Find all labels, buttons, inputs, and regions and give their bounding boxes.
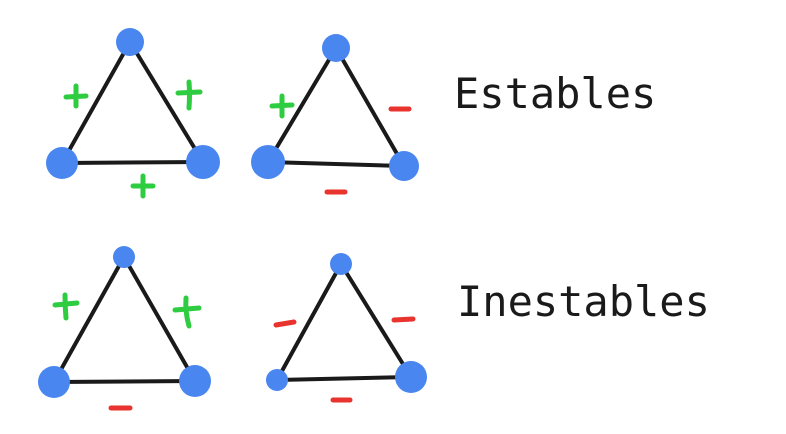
triangle-edge-left (266, 46, 338, 164)
unstable-label: Inestables (457, 277, 710, 326)
triangle-node-left (266, 369, 288, 391)
triangle-edge-left (52, 255, 126, 384)
triangle-edge-bottom (266, 160, 406, 168)
triangle-node-left (251, 145, 285, 179)
triangle-edge-bottom (60, 160, 205, 165)
stable-label: Estables (454, 69, 656, 118)
plus-sign-right (172, 295, 202, 329)
triangle-edge-right (334, 46, 406, 168)
triangle-edge-bottom (275, 375, 413, 382)
triangle-stable-1 (46, 28, 220, 199)
triangle-edge-right (128, 40, 205, 164)
plus-sign-left (52, 292, 80, 321)
triangle-edge-right (339, 262, 413, 379)
triangle-node-top (113, 246, 135, 268)
triangle-edge-right (122, 255, 197, 383)
plus-sign-left (269, 93, 295, 119)
triangle-node-right (186, 145, 220, 179)
triangle-unstable-2 (266, 253, 427, 403)
triangle-edge-left (60, 40, 132, 165)
triangle-node-top (116, 28, 144, 56)
triangle-node-top (330, 253, 352, 275)
triangle-edge-left (275, 262, 343, 382)
minus-sign-right (391, 316, 416, 323)
triangle-node-right (395, 361, 427, 393)
triangle-edge-bottom (52, 379, 197, 384)
triangle-node-right (179, 365, 211, 397)
plus-sign-right (175, 79, 203, 111)
triangle-stable-2 (251, 34, 419, 195)
triangle-node-right (389, 151, 419, 181)
triangle-node-left (46, 147, 78, 179)
plus-sign-bottom (130, 173, 156, 199)
triangle-node-left (38, 366, 70, 398)
minus-sign-left (273, 319, 297, 328)
triangle-unstable-1 (38, 246, 211, 411)
plus-sign-left (63, 83, 89, 109)
triangle-node-top (322, 34, 350, 62)
